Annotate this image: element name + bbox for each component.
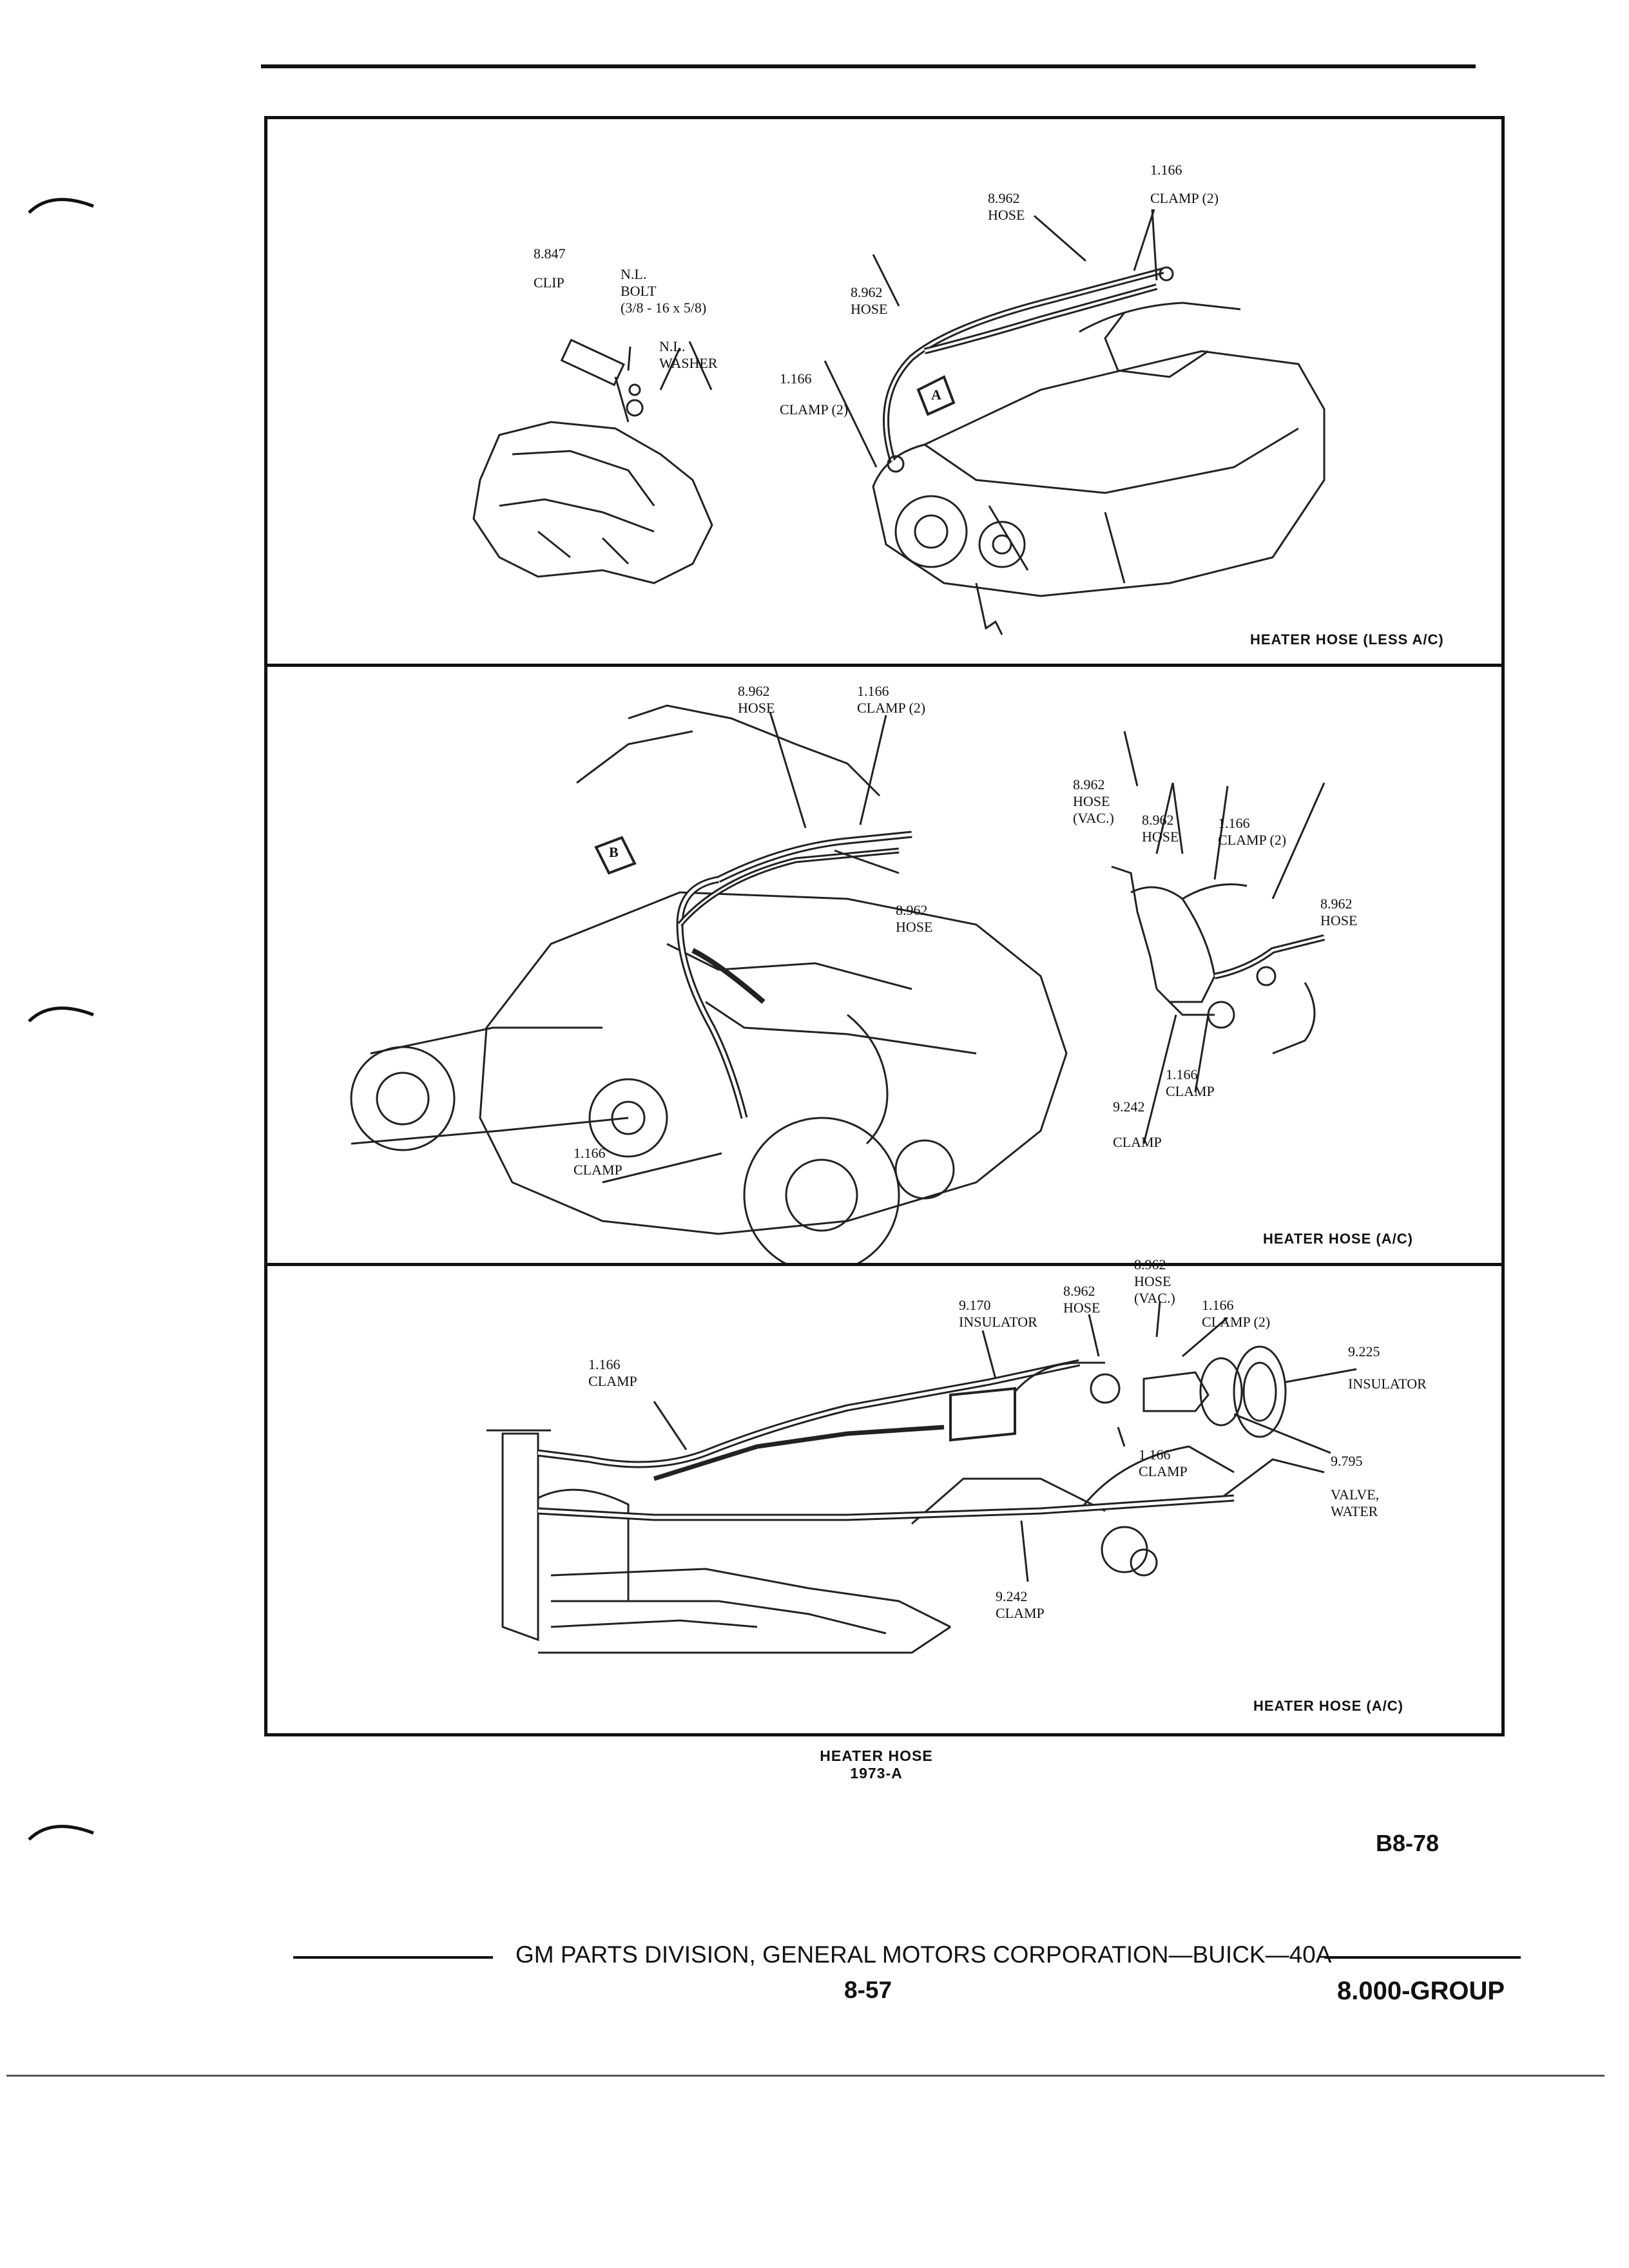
label-clamp-left: 1.166 CLAMP [588,1356,637,1389]
label-clip-number: 8.847 [534,245,566,262]
label-valve-water: 9.795 VALVE, WATER [1331,1453,1380,1519]
label-clamp-9242: 9.242 CLAMP [996,1588,1045,1621]
label-hose-mid: 8.962 HOSE [851,284,888,317]
label-washer: N.L. WASHER [659,338,718,371]
label-insulator-number: 9.225 [1348,1343,1380,1360]
binding-hole-mark [28,1825,94,1841]
label-clamp-top: 1.166 CLAMP (2) [857,683,926,716]
label-hose-top: 8.962 HOSE [738,683,775,716]
binding-hole-mark [28,198,94,214]
label-clamp-2: 1.166 CLAMP (2) [1202,1297,1271,1330]
panel-caption-ac-2: HEATER HOSE (A/C) [1253,1698,1403,1714]
label-clamp-center: 1.166 CLAMP [1139,1446,1188,1479]
label-clamp-left: CLAMP (2) [780,401,849,418]
label-clamp-right: 1.166 CLAMP (2) [1218,815,1287,848]
footer-group: 8.000-GROUP [1337,1977,1505,2005]
panel-heater-hose-ac-2: 1.166 CLAMP 9.170 INSULATOR 8.962 HOSE 8… [264,1256,1505,1736]
footer-rule-left [293,1956,493,1959]
binding-hole-mark [28,1006,94,1023]
label-clamp-top-number: 1.166 [1150,162,1182,178]
label-clamp-inset: 1.166 CLAMP [1166,1066,1215,1099]
footer-page-number: 8-57 [844,1977,892,2003]
label-bolt: N.L. BOLT (3/8 - 16 x 5/8) [621,266,707,316]
label-insulator-9170: 9.170 INSULATOR [959,1297,1037,1330]
panel-caption-less-ac: HEATER HOSE (LESS A/C) [1250,631,1444,648]
page-code: B8-78 [1376,1830,1440,1856]
label-clamp-top: CLAMP (2) [1150,190,1219,206]
panel-heater-hose-less-ac: 8.847 CLIP N.L. BOLT (3/8 - 16 x 5/8) N.… [264,116,1505,667]
engine-drawing-ac [350,704,1325,1274]
callout-a: A [931,387,941,403]
header-rule [261,64,1476,68]
panel-caption-ac-1: HEATER HOSE (A/C) [1263,1231,1413,1247]
callout-b: B [609,844,619,860]
label-hose-right-b: 8.962 HOSE [1320,896,1358,928]
panel-heater-hose-ac-1: 8.962 HOSE 1.166 CLAMP (2) 8.962 HOSE 1.… [264,664,1505,1274]
label-hose-vac: 8.962 HOSE (VAC.) [1134,1256,1175,1306]
label-hose-mid: 8.962 HOSE [896,902,933,935]
label-hose-vac: 8.962 HOSE (VAC.) [1073,776,1114,826]
scan-edge-line [6,2075,1605,2077]
label-hose-right-a: 8.962 HOSE [1142,812,1179,845]
footer-rule-right [1324,1956,1521,1959]
label-clip: CLIP [534,274,564,291]
label-insulator: INSULATOR [1348,1376,1427,1392]
dash-hose-drawing [487,1301,1357,1654]
engine-drawing-less-ac [472,209,1325,635]
figure-title: HEATER HOSE 1973-A [820,1747,933,1782]
label-clamp-9242-number: 9.242 [1113,1099,1145,1115]
label-hose-upper: 8.962 HOSE [988,190,1025,223]
label-clamp-left-number: 1.166 [780,370,812,387]
label-clamp-9242: CLAMP [1113,1134,1162,1150]
label-clamp-bottom: 1.166 CLAMP [574,1145,622,1178]
footer-source: GM PARTS DIVISION, GENERAL MOTORS CORPOR… [516,1941,1332,1968]
label-hose: 8.962 HOSE [1063,1283,1101,1316]
